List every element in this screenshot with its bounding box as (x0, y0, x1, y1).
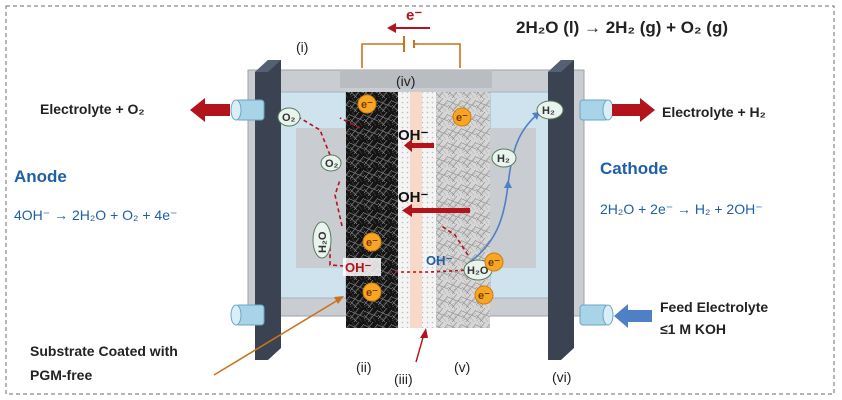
svg-text:e⁻: e⁻ (366, 237, 378, 249)
hydroxide-label-cathode: OH⁻ (426, 253, 453, 268)
anode-oxygen-path-1 (334, 179, 343, 227)
hydroxide-arrow-2 (402, 204, 412, 217)
part-label-ii: (ii) (356, 359, 372, 375)
electron-cathode-2: e⁻ (474, 285, 494, 305)
hydrogen-bubble-top (536, 100, 564, 120)
frame-top-strip (340, 70, 492, 88)
electron-cathode-1: e⁻ (484, 252, 504, 272)
oxygen-bubble-mid-label: O₂ (325, 158, 339, 170)
electron-anode-1: e⁻ (362, 232, 382, 252)
part-label-iii: (iii) (394, 371, 413, 387)
feed-electrolyte-label: Feed Electrolyte (660, 299, 768, 315)
svg-text:e⁻: e⁻ (488, 257, 500, 269)
part-label-v: (v) (454, 359, 470, 375)
substrate-label-line1: Substrate Coated with (30, 343, 178, 359)
svg-text:e⁻: e⁻ (456, 112, 468, 124)
water-bubble-anode-label: H₂O (317, 231, 329, 253)
hydrogen-bubble-mid-label: H₂ (497, 153, 510, 165)
electron-anode-top: e⁻ (357, 94, 377, 114)
oxygen-bubble-top-label: O₂ (282, 112, 296, 124)
part-label-vi: (vi) (552, 369, 571, 385)
port-anode-outlet (230, 99, 265, 121)
substrate-pointer (213, 299, 339, 376)
anode-label: Anode (14, 167, 67, 186)
outlet-arrow-anode (190, 98, 230, 122)
hydroxide-arrow-1 (404, 139, 412, 152)
external-circuit-wire (361, 43, 461, 68)
port-anode-inlet (230, 304, 265, 326)
svg-text:e⁻: e⁻ (478, 290, 490, 302)
cathode-label: Cathode (600, 159, 668, 178)
part-iii-pointer (415, 333, 425, 363)
svg-text:e⁻: e⁻ (366, 287, 378, 299)
oxygen-bubble-top (277, 107, 301, 127)
hydroxide-label-1: OH⁻ (398, 127, 429, 144)
anode-end-plate (255, 60, 281, 360)
svg-text:e⁻: e⁻ (361, 99, 373, 111)
port-cathode-outlet (579, 99, 614, 121)
water-bubble-cathode-label: H₂O (467, 265, 489, 277)
anode-oxygen-path-2 (299, 117, 331, 156)
hydroxide-label-2: OH⁻ (398, 189, 429, 206)
outlet-arrow-cathode (612, 98, 655, 122)
hydrogen-bubble-top-label: H₂ (542, 105, 555, 117)
port-cathode-inlet (579, 304, 614, 326)
anode-electron-path (339, 117, 361, 129)
water-bubble-anode (312, 221, 332, 259)
cathode-frame-inset (490, 128, 536, 268)
cathode-hydroxide-path (390, 269, 471, 273)
electron-cathode-top: e⁻ (452, 107, 472, 127)
electrolyte-h2-label: Electrolyte + H₂ (662, 104, 766, 120)
part-label-i: (i) (296, 39, 308, 55)
feed-concentration-label: ≤1 M KOH (660, 321, 726, 337)
battery-icon (402, 36, 418, 52)
substrate-label-line2: PGM-free (30, 367, 92, 383)
anode-equation: 4OH⁻ → 2H₂O + O₂ + 4e⁻ (14, 207, 177, 223)
hydroxide-label-anode: OH⁻ (345, 260, 372, 275)
hydrogen-bubble-mid (491, 148, 517, 168)
cathode-electron-path (439, 224, 469, 256)
cathode-end-plate (548, 60, 574, 360)
electrolyte-o2-label: Electrolyte + O₂ (40, 101, 145, 117)
electron-top-label: e⁻ (406, 7, 422, 24)
outer-border (5, 5, 835, 395)
cathode-equation: 2H₂O + 2e⁻ → H₂ + 2OH⁻ (600, 201, 763, 217)
feed-arrow (614, 304, 652, 328)
electron-anode-2: e⁻ (362, 282, 382, 302)
part-label-iv: (iv) (396, 73, 415, 89)
oxygen-bubble-mid (320, 154, 342, 172)
overall-equation: 2H₂O (l) → 2H₂ (g) + O₂ (g) (516, 18, 728, 37)
